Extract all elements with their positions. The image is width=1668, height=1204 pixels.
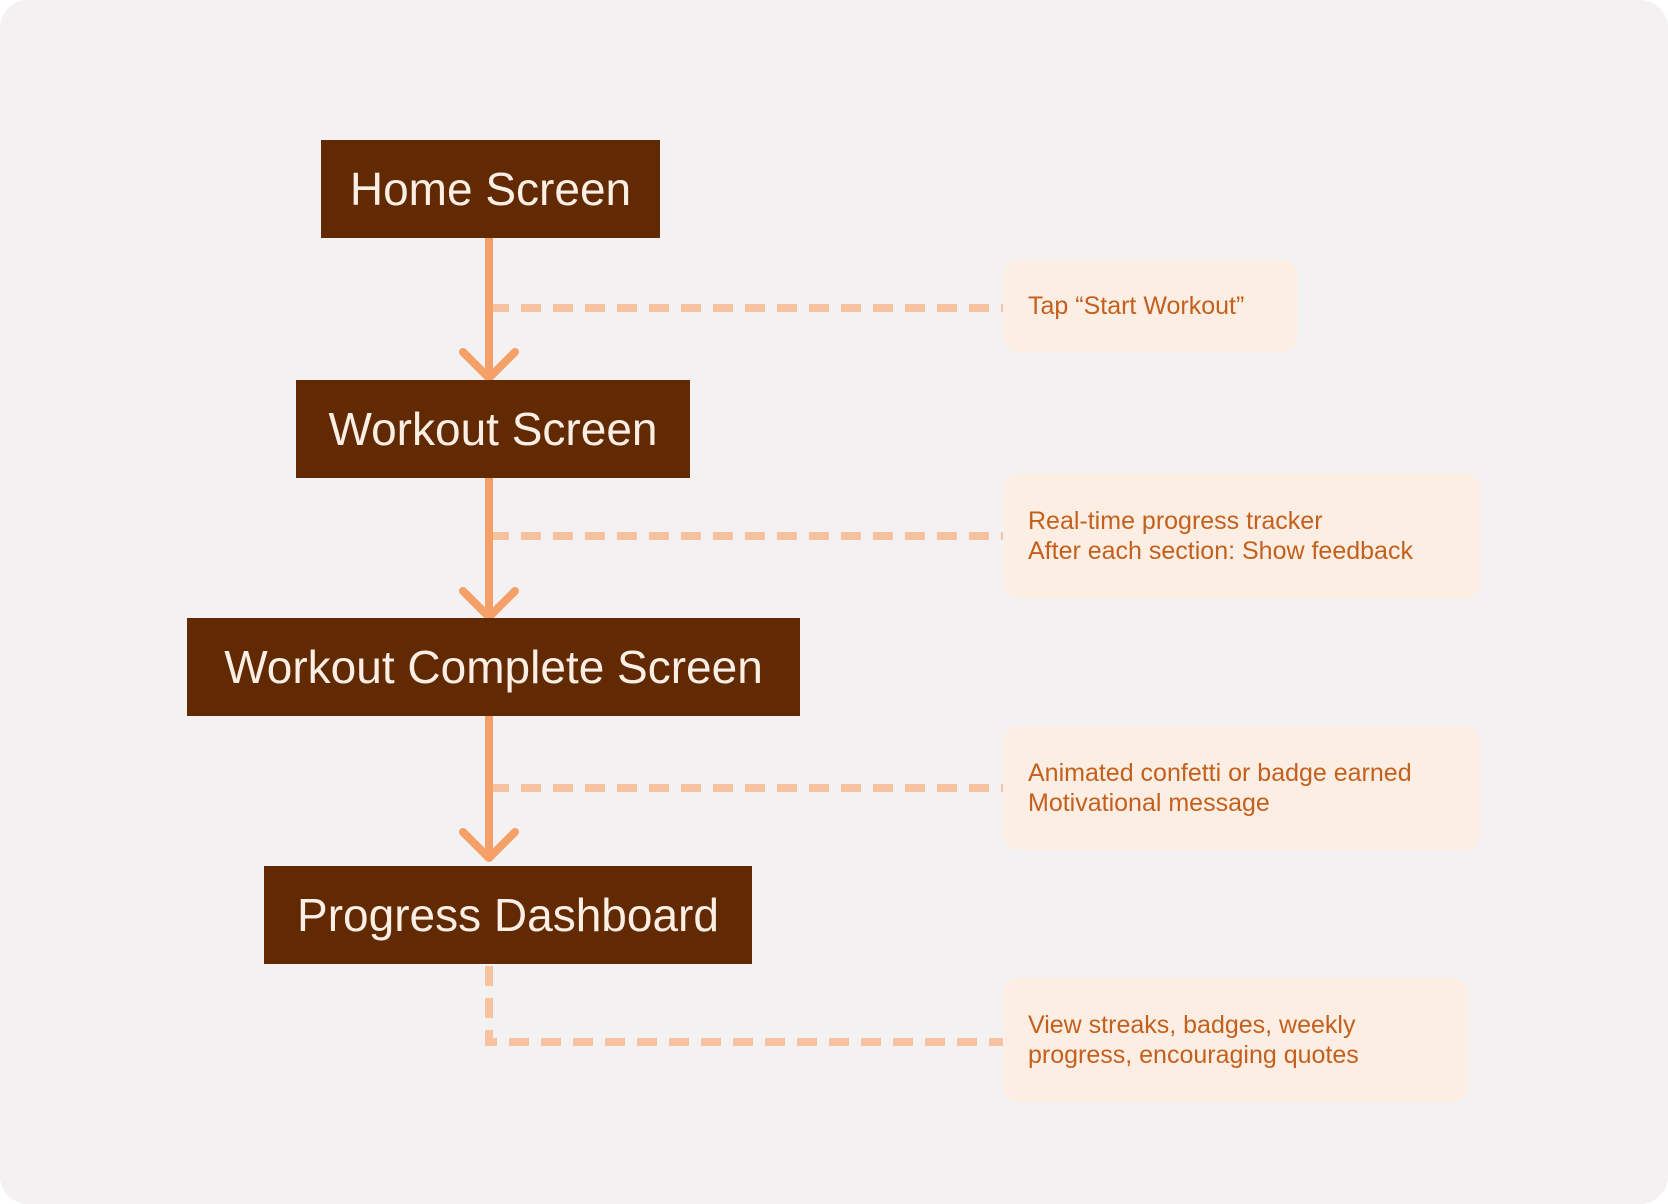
note-line: progress, encouraging quotes <box>1028 1041 1359 1069</box>
flow-arrow-2 <box>459 478 519 621</box>
note-line: View streaks, badges, weekly <box>1028 1011 1356 1039</box>
node-workout-complete-screen: Workout Complete Screen <box>187 618 800 716</box>
flow-arrow-3 <box>459 716 519 862</box>
note-line: Animated confetti or badge earned <box>1028 759 1412 787</box>
node-workout-screen: Workout Screen <box>296 380 690 478</box>
note-streaks-badges: View streaks, badges, weekly progress, e… <box>1004 978 1468 1102</box>
leader-line-4 <box>485 966 1003 1046</box>
flow-arrow-1 <box>459 238 519 382</box>
note-line: Motivational message <box>1028 789 1270 817</box>
note-progress-tracker: Real-time progress tracker After each se… <box>1004 474 1480 598</box>
node-progress-dashboard: Progress Dashboard <box>264 866 752 964</box>
note-line: Tap “Start Workout” <box>1028 292 1245 320</box>
note-start-workout: Tap “Start Workout” <box>1004 260 1297 352</box>
note-line: Real-time progress tracker <box>1028 507 1323 535</box>
note-line: After each section: Show feedback <box>1028 537 1413 565</box>
node-home-screen: Home Screen <box>321 140 660 238</box>
note-confetti-badge: Animated confetti or badge earned Motiva… <box>1004 726 1480 850</box>
